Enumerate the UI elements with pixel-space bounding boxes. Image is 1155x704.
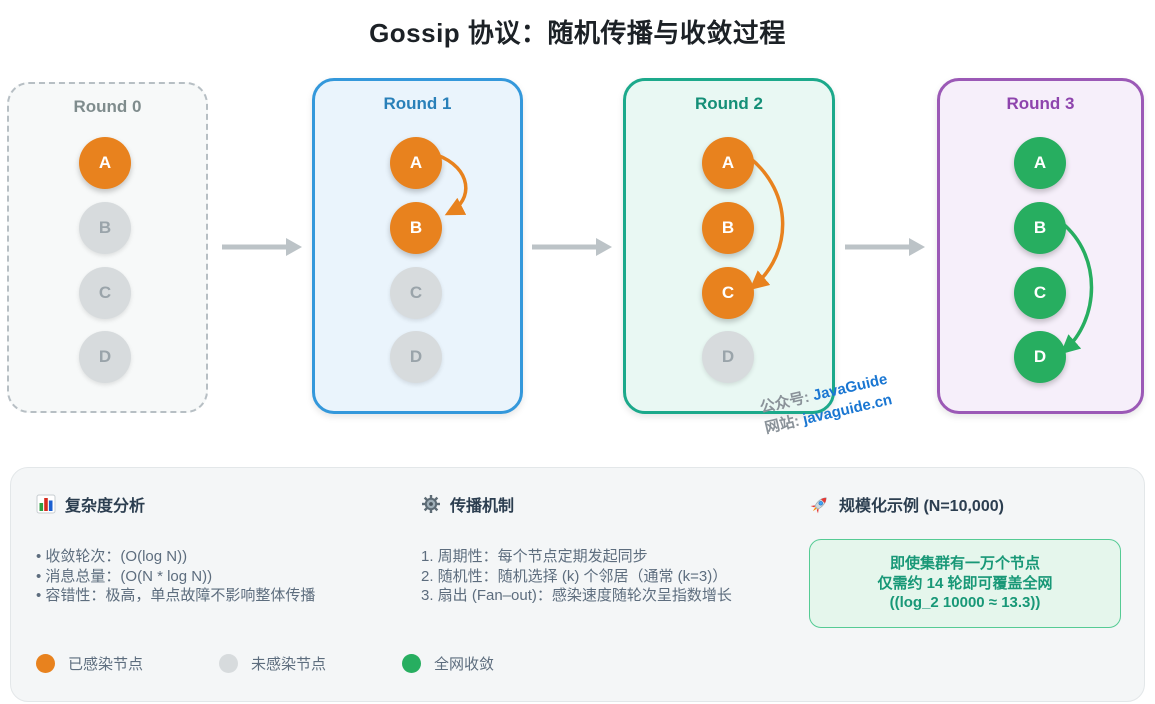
complexity-section: 复杂度分析 收敛轮次：(O(log N)) 消息总量：(O(N * log N)… (36, 492, 406, 606)
node-letter: A (409, 153, 423, 172)
node-letter: A (1033, 153, 1047, 172)
node-letter: A (98, 153, 112, 172)
node-letter: D (721, 347, 735, 366)
legend-item-converged: 全网收敛 (402, 653, 494, 674)
scale-line: 仅需约 14 轮即可覆盖全网 (877, 574, 1053, 592)
round1-node-A: A (390, 137, 442, 189)
scale-highlight-box: 即使集群有一万个节点 仅需约 14 轮即可覆盖全网 ((log_2 10000 … (809, 539, 1121, 628)
node-letter: B (98, 218, 112, 237)
round2-node-B: B (702, 202, 754, 254)
legend: 已感染节点 未感染节点 全网收敛 (36, 653, 570, 674)
mechanism-heading: 传播机制 (421, 492, 791, 516)
round1-node-C: C (390, 267, 442, 319)
round0-node-A: A (79, 137, 131, 189)
legend-label: 全网收敛 (434, 656, 495, 673)
round-0-label: Round 0 (73, 97, 142, 116)
flow-arrow-r0-r1 (222, 238, 302, 256)
node-letter: D (409, 347, 423, 366)
round3-node-C: C (1014, 267, 1066, 319)
complexity-list: 收敛轮次：(O(log N)) 消息总量：(O(N * log N)) 容错性：… (36, 547, 406, 606)
round0-node-D: D (79, 331, 131, 383)
round-1-label: Round 1 (383, 94, 452, 113)
round-3-label: Round 3 (1006, 94, 1075, 113)
scale-line: ((log_2 10000 ≈ 13.3)) (889, 594, 1041, 612)
round0-node-B: B (79, 202, 131, 254)
list-item: 2. 随机性：随机选择 (k) 个邻居（通常 (k=3)） (421, 567, 728, 585)
node-letter: C (98, 283, 112, 302)
node-letter: C (721, 283, 735, 302)
list-item: 容错性：极高，单点故障不影响整体传播 (36, 586, 406, 606)
info-panel: 复杂度分析 收敛轮次：(O(log N)) 消息总量：(O(N * log N)… (10, 467, 1145, 702)
node-letter: D (1033, 347, 1047, 366)
page-title: Gossip 协议：随机传播与收敛过程 (369, 18, 786, 48)
watermark-label-2: 网站: (763, 412, 802, 437)
clean-dot (219, 654, 239, 673)
round0-node-C: C (79, 267, 131, 319)
infected-dot (36, 654, 55, 673)
mechanism-title: 传播机制 (450, 498, 515, 515)
node-letter: B (1033, 218, 1047, 237)
legend-label: 已感染节点 (68, 656, 144, 673)
round1-node-B: B (390, 202, 442, 254)
round3-node-B: B (1014, 202, 1066, 254)
node-letter: D (98, 347, 112, 366)
gear-icon (422, 495, 440, 513)
node-letter: B (409, 218, 423, 237)
flow-arrow-r1-r2 (532, 238, 612, 256)
mechanism-list: 1. 周期性：每个节点定期发起同步 2. 随机性：随机选择 (k) 个邻居（通常… (421, 547, 791, 606)
scale-section: 规模化示例 (N=10,000) 即使集群有一万个节点 仅需约 14 轮即可覆盖… (809, 492, 1131, 628)
node-letter: C (409, 283, 423, 302)
legend-item-infected: 已感染节点 (36, 653, 143, 674)
rocket-icon (810, 497, 827, 513)
list-item: 消息总量：(O(N * log N)) (36, 567, 406, 587)
node-letter: A (721, 153, 735, 172)
list-item: 3. 扇出 (Fan–out)：感染速度随轮次呈指数增长 (421, 587, 732, 604)
round2-node-A: A (702, 137, 754, 189)
node-letter: C (1033, 283, 1047, 302)
bar-chart-icon (36, 494, 56, 514)
round2-node-D: D (702, 331, 754, 383)
round3-node-A: A (1014, 137, 1066, 189)
node-letter: B (721, 218, 735, 237)
flow-arrow-r2-r3 (845, 238, 925, 256)
legend-item-clean: 未感染节点 (219, 653, 326, 674)
legend-label: 未感染节点 (251, 656, 327, 673)
converged-dot (402, 654, 422, 673)
round-2-label: Round 2 (695, 94, 763, 113)
mechanism-section: 传播机制 1. 周期性：每个节点定期发起同步 2. 随机性：随机选择 (k) 个… (421, 492, 791, 606)
list-item: 1. 周期性：每个节点定期发起同步 (421, 548, 648, 565)
round3-node-D: D (1014, 331, 1066, 383)
round1-node-D: D (390, 331, 442, 383)
scale-line: 即使集群有一万个节点 (889, 555, 1040, 573)
complexity-title: 复杂度分析 (65, 498, 146, 515)
list-item: 收敛轮次：(O(log N)) (36, 547, 406, 567)
scale-heading: 规模化示例 (N=10,000) (809, 492, 1131, 516)
round2-node-C: C (702, 267, 754, 319)
scale-title: 规模化示例 (N=10,000) (839, 498, 1004, 515)
complexity-heading: 复杂度分析 (36, 492, 406, 516)
